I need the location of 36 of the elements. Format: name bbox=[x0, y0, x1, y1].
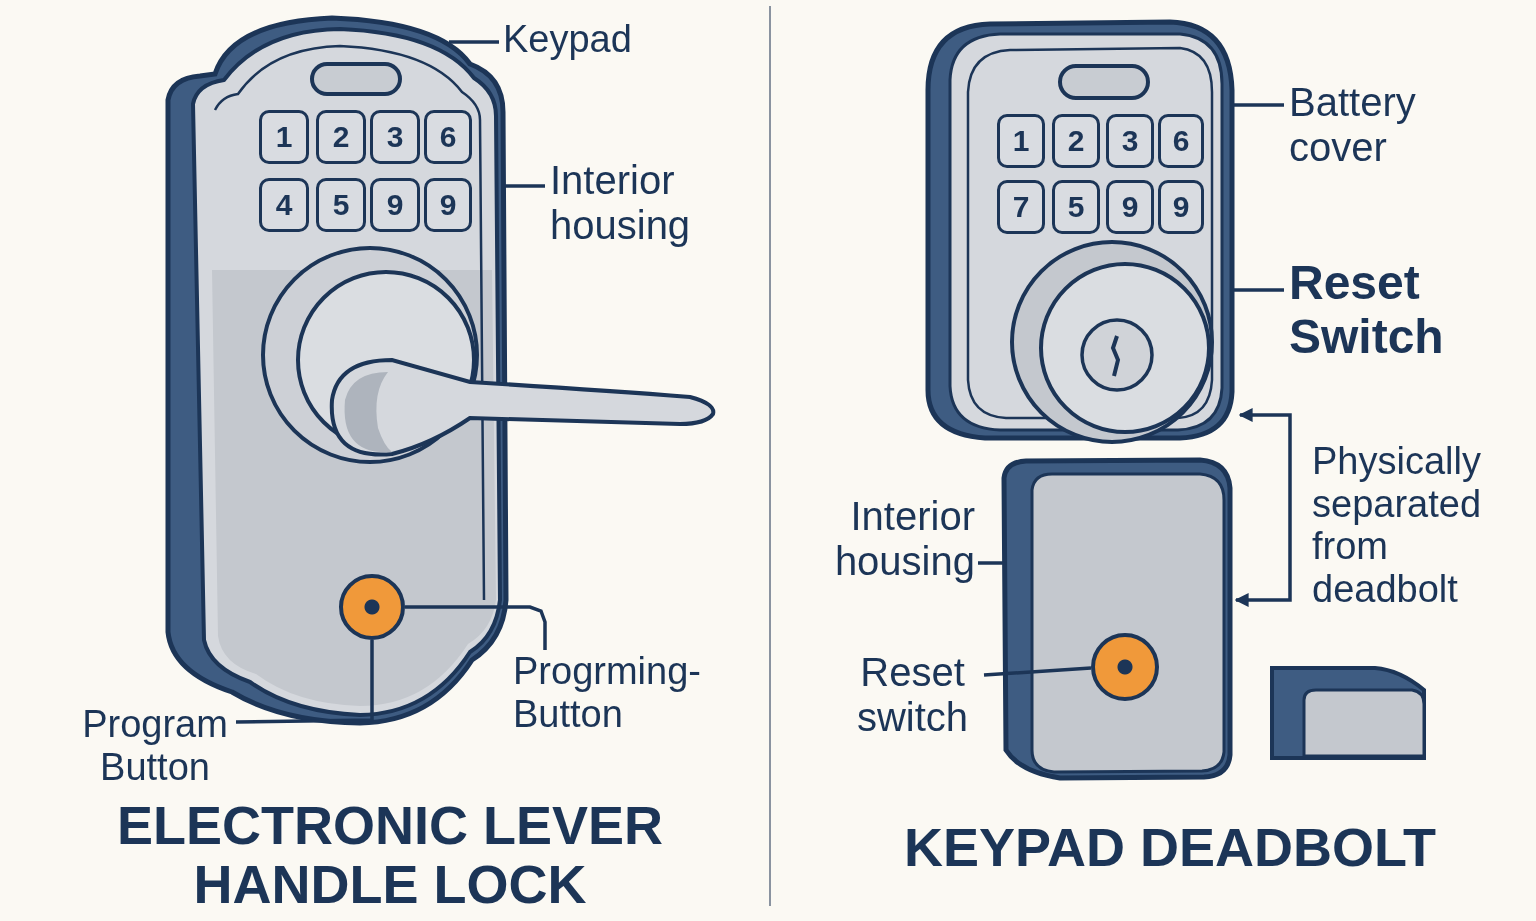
keypad-key: 5 bbox=[316, 178, 366, 232]
leader-line bbox=[1234, 103, 1284, 107]
part-label: Reset switch bbox=[840, 650, 985, 746]
part-label: Interior housing bbox=[550, 158, 725, 254]
keypad-key: 1 bbox=[259, 110, 309, 164]
keypad-key: 9 bbox=[370, 178, 420, 232]
keypad-key: 3 bbox=[1106, 114, 1154, 168]
leader-line bbox=[504, 184, 545, 188]
leader-line bbox=[1234, 288, 1284, 292]
part-label: Progrming- Button bbox=[513, 650, 753, 740]
leader-line bbox=[235, 640, 374, 724]
leader-line bbox=[405, 605, 547, 650]
part-label: Reset Switch bbox=[1289, 256, 1479, 366]
part-label: Program Button bbox=[60, 703, 250, 793]
keypad-key: 3 bbox=[370, 110, 420, 164]
leader-line bbox=[983, 666, 1092, 677]
arrow bbox=[1234, 408, 1292, 607]
leader-line bbox=[449, 40, 499, 44]
keypad-key: 7 bbox=[997, 180, 1045, 234]
keypad-key: 9 bbox=[1106, 180, 1154, 234]
keypad-key: 9 bbox=[424, 178, 472, 232]
keypad-key: 1 bbox=[997, 114, 1045, 168]
part-label: Interior housing bbox=[800, 494, 975, 590]
keypad-key: 6 bbox=[1158, 114, 1204, 168]
section-heading: KEYPAD DEADBOLT bbox=[903, 818, 1437, 878]
keypad-key: 6 bbox=[424, 110, 472, 164]
interior-housing-box bbox=[998, 458, 1234, 780]
keypad-key: 9 bbox=[1158, 180, 1204, 234]
part-label: Keypad bbox=[503, 18, 663, 66]
part-label: Battery cover bbox=[1289, 80, 1469, 172]
keypad-key: 2 bbox=[316, 110, 366, 164]
leader-line bbox=[978, 561, 1004, 565]
section-heading: ELECTRONIC LEVER HANDLE LOCK bbox=[115, 796, 664, 915]
keypad-key: 4 bbox=[259, 178, 309, 232]
keypad-key: 5 bbox=[1052, 180, 1100, 234]
keypad-key: 2 bbox=[1052, 114, 1100, 168]
